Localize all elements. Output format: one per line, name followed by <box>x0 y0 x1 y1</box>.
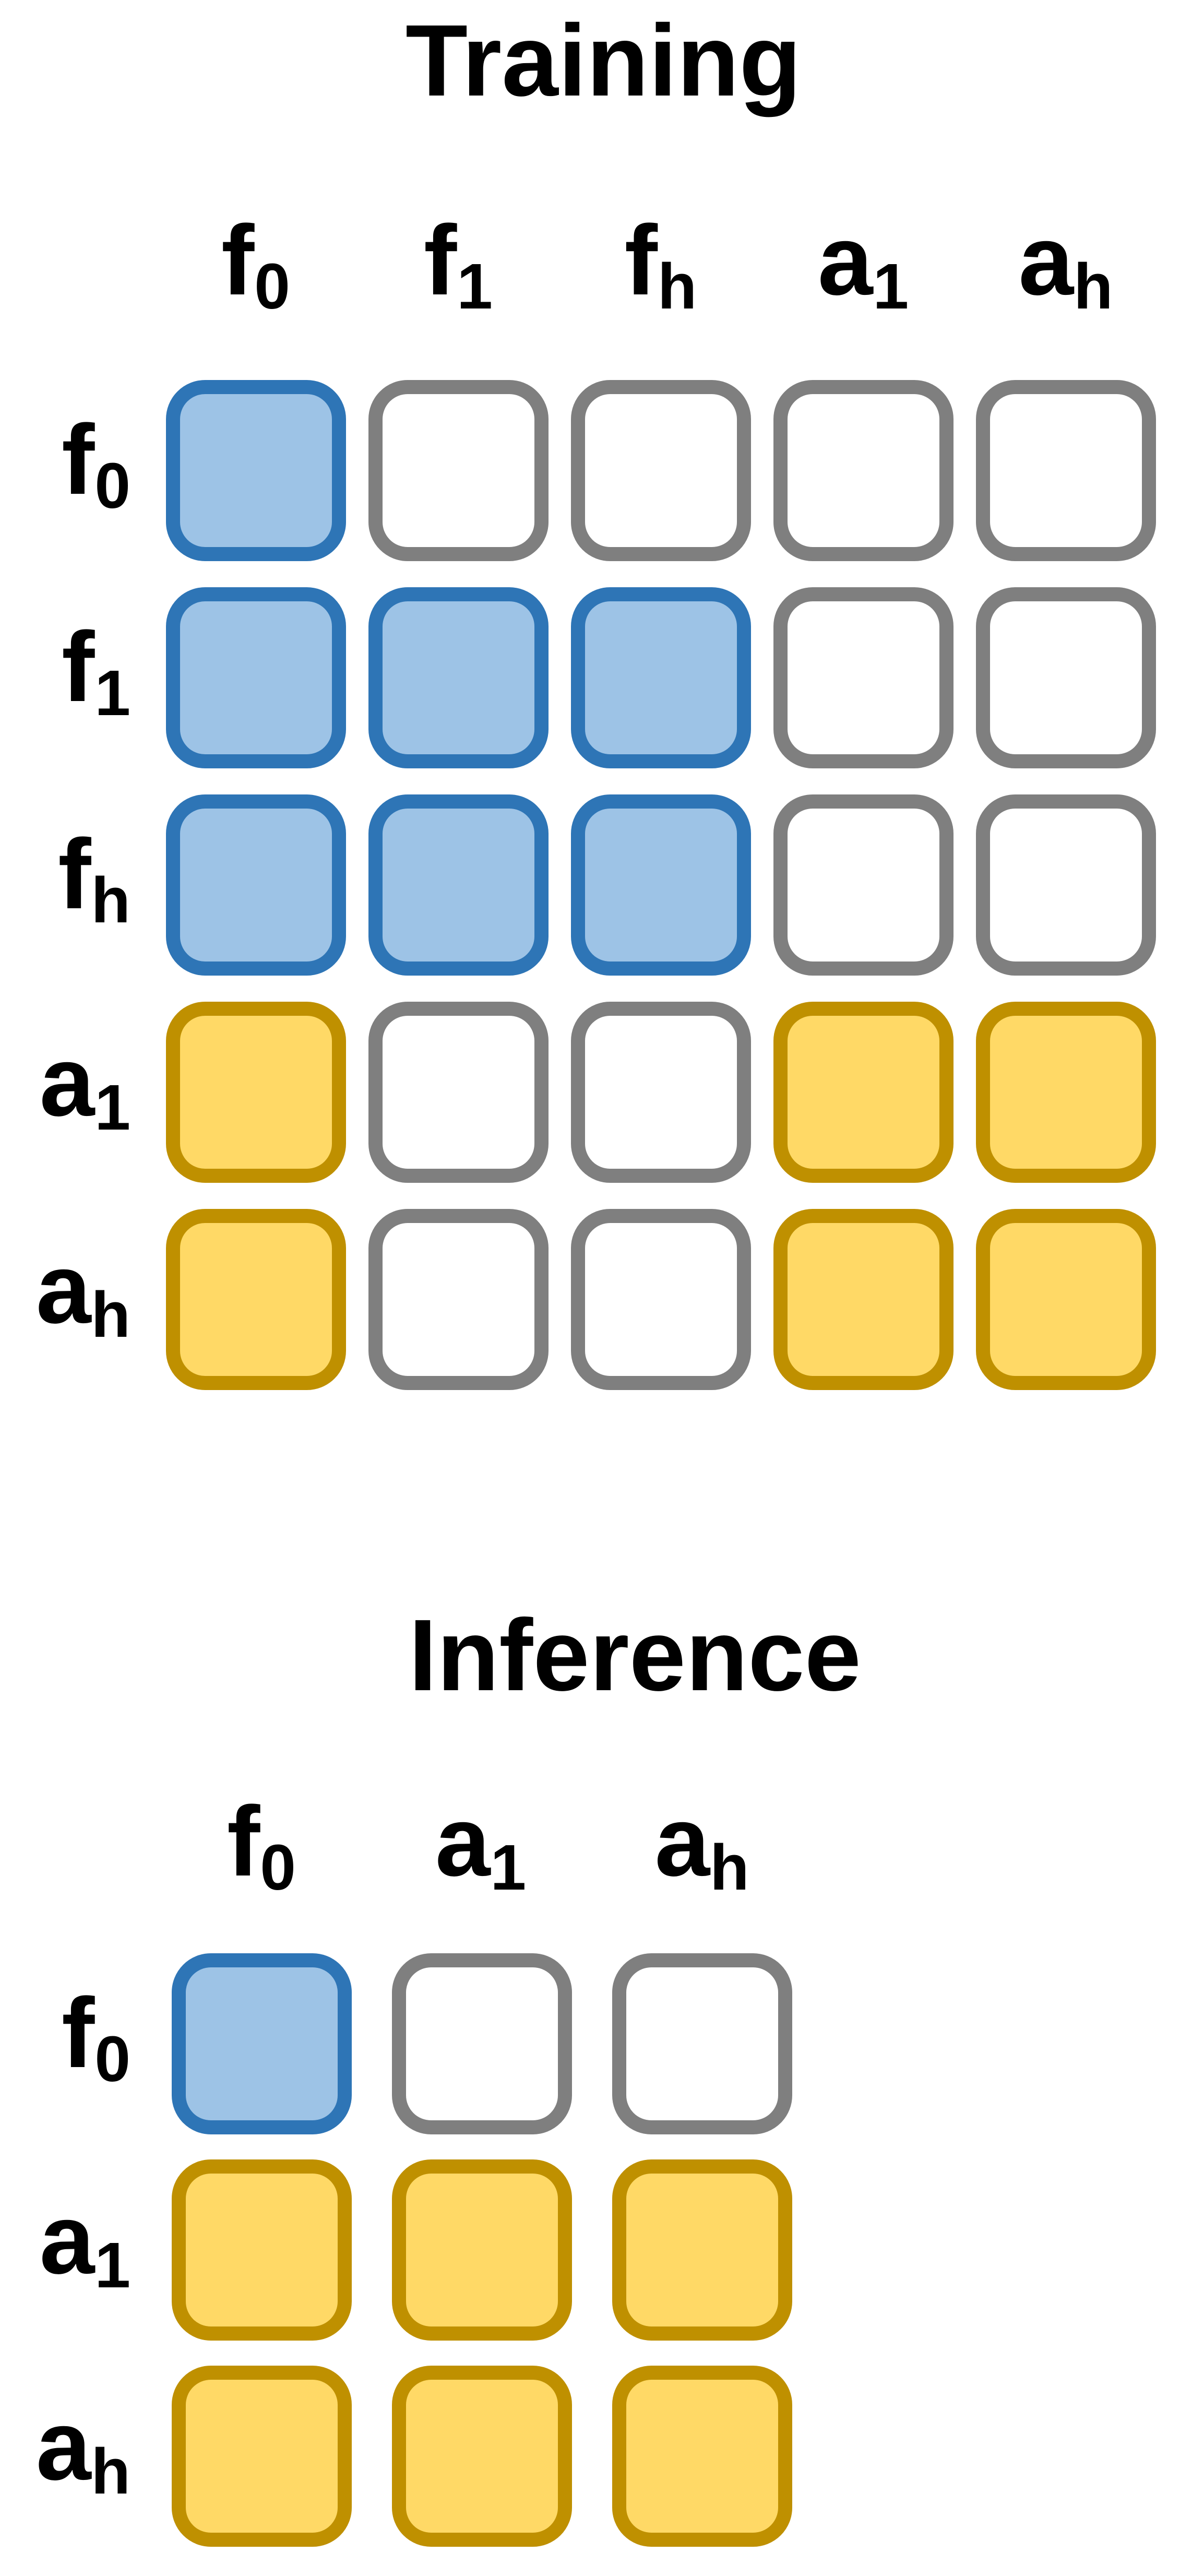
inference-title: Inference <box>409 1598 862 1712</box>
training-mask-cell-r3-c2-masked <box>571 1002 751 1183</box>
training-row-label-f0: f0 <box>0 410 130 518</box>
label-base: f <box>62 1978 95 2088</box>
label-base: f <box>62 405 95 515</box>
training-mask-cell-r0-c1-masked <box>368 380 549 561</box>
training-mask-cell-r2-c3-masked <box>773 794 953 976</box>
training-col-label-f0: f0 <box>221 211 290 319</box>
training-mask-cell-r1-c3-masked <box>773 587 953 768</box>
training-col-label-a1: a1 <box>818 211 909 319</box>
label-subscript: h <box>657 251 697 323</box>
training-mask-cell-r4-c3-action <box>773 1209 953 1390</box>
inference-col-label-ah: ah <box>654 1792 749 1900</box>
inference-mask-cell-r0-c1-masked <box>392 1953 572 2134</box>
training-mask-cell-r1-c0-feature <box>166 587 346 768</box>
training-mask-cell-r2-c4-masked <box>976 794 1156 976</box>
label-base: f <box>227 1786 260 1897</box>
training-mask-cell-r1-c4-masked <box>976 587 1156 768</box>
inference-row-label-a1: a1 <box>0 2190 130 2298</box>
label-base: f <box>424 205 457 316</box>
inference-mask-cell-r1-c2-action <box>612 2159 792 2341</box>
training-mask-cell-r3-c3-action <box>773 1002 953 1183</box>
inference-mask-cell-r0-c0-feature <box>172 1953 352 2134</box>
training-row-label-ah: ah <box>0 1239 130 1347</box>
inference-attention-grid <box>172 1953 792 2547</box>
training-row-label-f1: f1 <box>0 618 130 726</box>
inference-col-label-a1: a1 <box>435 1792 526 1900</box>
inference-mask-cell-r0-c2-masked <box>612 1953 792 2134</box>
label-base: a <box>435 1786 491 1897</box>
training-mask-cell-r4-c1-masked <box>368 1209 549 1390</box>
inference-mask-cell-r2-c0-action <box>172 2366 352 2547</box>
label-base: a <box>1018 205 1074 316</box>
training-mask-cell-r4-c4-action <box>976 1209 1156 1390</box>
label-base: f <box>58 819 91 930</box>
inference-mask-cell-r2-c1-action <box>392 2366 572 2547</box>
inference-mask-cell-r1-c0-action <box>172 2159 352 2341</box>
inference-row-label-f0: f0 <box>0 1984 130 2092</box>
training-col-label-ah: ah <box>1018 211 1113 319</box>
label-base: a <box>817 205 873 316</box>
label-base: a <box>39 2184 95 2295</box>
training-attention-grid <box>166 380 1156 1390</box>
label-subscript: 0 <box>254 251 290 323</box>
training-title: Training <box>406 4 802 117</box>
training-col-label-f1: f1 <box>424 211 493 319</box>
inference-row-label-ah: ah <box>0 2396 130 2504</box>
label-base: a <box>35 2390 91 2501</box>
label-subscript: 1 <box>94 657 130 730</box>
label-base: f <box>62 612 95 722</box>
label-subscript: 0 <box>94 450 130 523</box>
training-row-label-a1: a1 <box>0 1032 130 1140</box>
label-subscript: h <box>91 2436 130 2508</box>
label-subscript: h <box>710 1832 749 1904</box>
training-mask-cell-r2-c1-feature <box>368 794 549 976</box>
label-base: a <box>35 1233 91 1344</box>
inference-mask-cell-r2-c2-action <box>612 2366 792 2547</box>
training-mask-cell-r0-c3-masked <box>773 380 953 561</box>
label-base: f <box>221 205 255 316</box>
training-mask-cell-r1-c2-feature <box>571 587 751 768</box>
training-mask-cell-r4-c2-masked <box>571 1209 751 1390</box>
training-mask-cell-r3-c1-masked <box>368 1002 549 1183</box>
label-subscript: h <box>1074 251 1113 323</box>
label-subscript: 0 <box>94 2023 130 2096</box>
training-row-label-fh: fh <box>0 825 130 933</box>
training-mask-cell-r0-c2-masked <box>571 380 751 561</box>
training-mask-cell-r1-c1-feature <box>368 587 549 768</box>
label-subscript: 1 <box>490 1832 527 1904</box>
label-base: a <box>654 1786 710 1897</box>
training-col-label-fh: fh <box>625 211 697 319</box>
inference-col-label-f0: f0 <box>227 1792 296 1900</box>
training-mask-cell-r4-c0-action <box>166 1209 346 1390</box>
inference-mask-cell-r1-c1-action <box>392 2159 572 2341</box>
label-subscript: h <box>91 1279 130 1351</box>
training-mask-cell-r3-c0-action <box>166 1002 346 1183</box>
label-base: a <box>39 1026 95 1137</box>
training-mask-cell-r2-c2-feature <box>571 794 751 976</box>
training-mask-cell-r3-c4-action <box>976 1002 1156 1183</box>
training-mask-cell-r2-c0-feature <box>166 794 346 976</box>
label-subscript: 1 <box>94 1072 130 1144</box>
label-subscript: h <box>91 864 130 937</box>
training-mask-cell-r0-c0-feature <box>166 380 346 561</box>
label-subscript: 1 <box>873 251 909 323</box>
label-subscript: 1 <box>94 2229 130 2302</box>
label-subscript: 1 <box>457 251 493 323</box>
training-mask-cell-r0-c4-masked <box>976 380 1156 561</box>
label-base: f <box>624 205 658 316</box>
label-subscript: 0 <box>260 1832 296 1904</box>
